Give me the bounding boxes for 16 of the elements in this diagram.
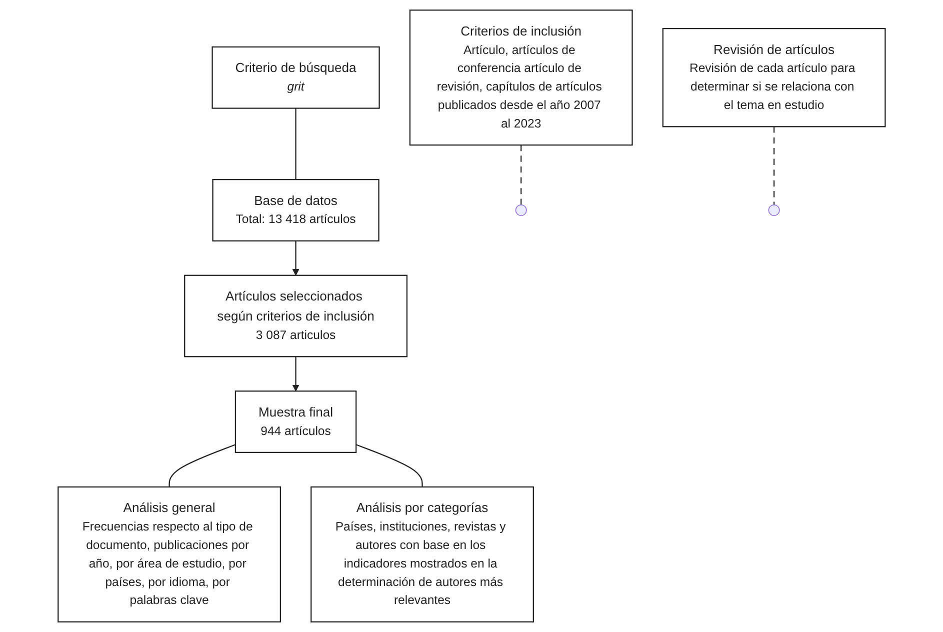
connector: [295, 108, 296, 180]
connector: [520, 145, 522, 205]
connector: [168, 444, 236, 487]
node-box: [212, 178, 380, 242]
arrow: [292, 240, 299, 276]
node-box: [234, 390, 356, 454]
connector: [356, 444, 423, 487]
node-box: [310, 486, 534, 622]
node-box: [212, 46, 380, 109]
flowchart: Criterio de búsqueda grit Base de datos Total: 13 418 artículos Criterios de inclusión Artículo, artículos de conferencia artículo de revisión, capítulos de artículos publicados desde el año 2007 al 2023 Artículos seleccionados según criterios de inclusión 3 087 articulos Revisión de artículos Revisión de cada artículo para determinar si se relaciona con el tema en estudio Muestra final 944 artículos Análisis general Frecuencias respecto al tipo de documento, publicaciones por año, por área de estudio, por países, por idioma, por palabras clave Análisis por categorías Países, instituciones, revistas y autores con base en los indicadores mostrados en la determinación de autores más relevantes: [52, 4, 892, 628]
node-box: [662, 28, 886, 128]
connector: [773, 126, 774, 205]
node-box: [57, 486, 281, 622]
node-box: [409, 10, 633, 146]
node-box: [184, 274, 408, 358]
arrow: [292, 356, 299, 392]
